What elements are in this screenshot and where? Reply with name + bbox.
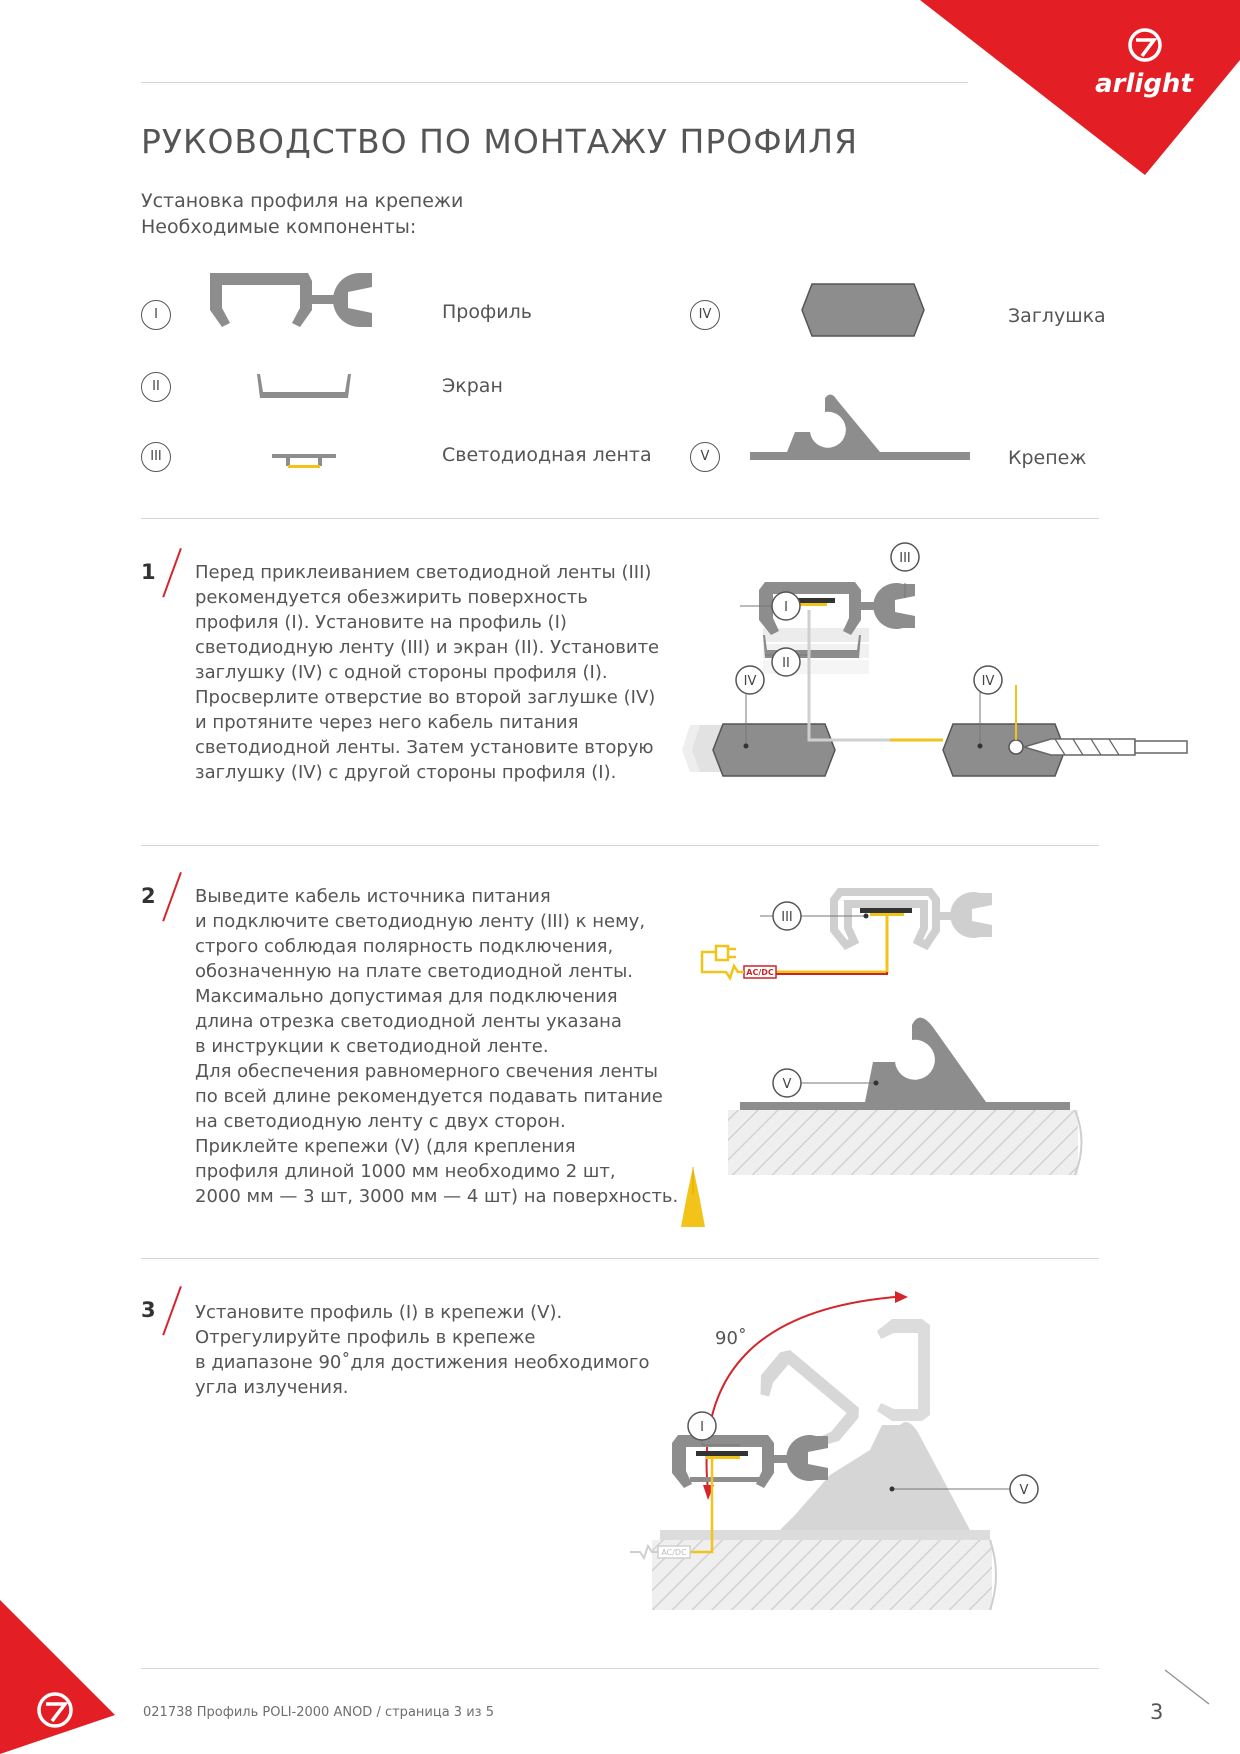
page-corner-line xyxy=(1164,1669,1210,1705)
page-title: РУКОВОДСТВО ПО МОНТАЖУ ПРОФИЛЯ xyxy=(141,122,859,161)
numeral-V: V xyxy=(690,442,720,472)
power-plug-icon-ghost xyxy=(630,1543,658,1561)
acdc-label-step3: AC/DC xyxy=(661,1548,687,1557)
logo-text: arlight xyxy=(1095,69,1194,99)
page-number: 3 xyxy=(1150,1700,1164,1724)
section-rule-3 xyxy=(141,1258,1099,1259)
step-text-line: Максимально допустимая для подключения xyxy=(195,986,618,1007)
step-text-line: по всей длине рекомендуется подавать пит… xyxy=(195,1086,663,1107)
profile-mounted xyxy=(672,1435,774,1488)
led-strip-illustration xyxy=(272,454,336,468)
bracket-illustration xyxy=(750,394,970,460)
step-text-line: Перед приклеиванием светодиодной ленты (… xyxy=(195,562,652,583)
glue-tube-icon xyxy=(681,1167,705,1227)
step-text-line: рекомендуется обезжирить поверхность xyxy=(195,587,588,608)
subtitle-line-1: Установка профиля на крепежи xyxy=(141,190,464,212)
step-text-line: обозначенную на плате светодиодной ленты… xyxy=(195,961,634,982)
footer-doc-text: 021738 Профиль POLI-2000 ANOD / страница… xyxy=(143,1705,494,1720)
step-text-line: светодиодной ленты. Затем установите вто… xyxy=(195,737,654,758)
angle-label: 90˚ xyxy=(715,1328,747,1349)
step-2-text: Выведите кабель источника питания и подк… xyxy=(195,884,678,1209)
step-text-line: Для обеспечения равномерного свечения ле… xyxy=(195,1061,659,1082)
subtitle-line-2: Необходимые компоненты: xyxy=(141,216,417,238)
step-text-line: Просверлите отверстие во второй заглушке… xyxy=(195,687,656,708)
acdc-label: AC/DC xyxy=(746,968,774,977)
step-3-slash xyxy=(162,1286,182,1336)
step-text-line: Выведите кабель источника питания xyxy=(195,886,551,907)
numeral-II: II xyxy=(141,372,171,402)
step-text-line: Отрегулируйте профиль в крепеже xyxy=(195,1327,536,1348)
step-3-number: 3 xyxy=(141,1298,156,1322)
diagram-label-V-step2: V xyxy=(783,1077,792,1092)
numeral-IV: IV xyxy=(690,300,720,330)
component-label-led-strip: Светодиодная лента xyxy=(442,444,652,466)
diagram-label-IV-left: IV xyxy=(744,674,757,689)
step-2-slash xyxy=(162,872,182,922)
power-plug-icon xyxy=(700,950,744,981)
step-text-line: и протяните через него кабель питания xyxy=(195,712,579,733)
diagram-label-V-step3: V xyxy=(1020,1483,1029,1498)
end-cap-illustration xyxy=(801,283,925,337)
component-label-bracket: Крепеж xyxy=(1008,447,1087,469)
brand-logo-corner-bottom xyxy=(0,1600,115,1754)
step-text-line: и подключите светодиодную ленту (III) к … xyxy=(195,911,646,932)
step-3-diagram: 90˚ AC/DC I V xyxy=(630,1291,1039,1611)
step-text-line: строго соблюдая полярность подключения, xyxy=(195,936,614,957)
step-2-diagram: III AC/DC V xyxy=(700,888,1083,1176)
drill-bit-icon xyxy=(1021,738,1136,756)
left-end-cap xyxy=(712,723,836,777)
numeral-I: I xyxy=(141,300,171,330)
step-1-text: Перед приклеиванием светодиодной ленты (… xyxy=(195,560,659,785)
diagram-label-II: II xyxy=(782,656,790,671)
footer-rule xyxy=(141,1668,1099,1669)
step-2-number: 2 xyxy=(141,884,156,908)
red-corner-shape-bottom xyxy=(0,1600,115,1754)
step-text-line: на светодиодную ленту с двух сторон. xyxy=(195,1111,566,1132)
wall-surface-step3 xyxy=(652,1540,992,1610)
diagram-label-III-step2: III xyxy=(781,910,793,925)
screen-illustration xyxy=(257,374,351,398)
component-label-screen: Экран xyxy=(442,375,503,397)
step-1-slash xyxy=(162,548,182,598)
step-text-line: профиля (I). Установите на профиль (I) xyxy=(195,612,567,633)
page-subtitle: Установка профиля на крепежи Необходимые… xyxy=(141,188,463,240)
component-label-profile: Профиль xyxy=(442,301,532,323)
step-text-line: Приклейте крепежи (V) (для крепления xyxy=(195,1136,576,1157)
step-text-line: заглушку (IV) с другой стороны профиля (… xyxy=(195,762,617,783)
right-end-cap xyxy=(942,723,1066,777)
section-rule-2 xyxy=(141,845,1099,846)
profile-in-assembly xyxy=(759,582,861,635)
step-text-line: длина отрезка светодиодной ленты указана xyxy=(195,1011,622,1032)
brand-logo-corner: arlight xyxy=(920,0,1240,175)
step-text-line: в инструкции к светодиодной ленте. xyxy=(195,1036,549,1057)
header-rule xyxy=(141,82,968,83)
diagram-label-I: I xyxy=(784,600,788,615)
wall-surface xyxy=(728,1110,1078,1175)
component-label-end-cap: Заглушка xyxy=(1008,305,1106,327)
step-1-number: 1 xyxy=(141,560,156,584)
step-3-text: Установите профиль (I) в крепежи (V). От… xyxy=(195,1300,650,1400)
step-text-line: заглушку (IV) с одной стороны профиля (I… xyxy=(195,662,608,683)
step-text-line: угла излучения. xyxy=(195,1377,349,1398)
step-text-line: Установите профиль (I) в крепежи (V). xyxy=(195,1302,563,1323)
step-text-line: в диапазоне 90˚для достижения необходимо… xyxy=(195,1352,650,1373)
arlight-logo-icon-bottom xyxy=(37,1692,73,1728)
diagram-label-III: III xyxy=(899,551,911,566)
step-text-line: профиля длиной 1000 мм необходимо 2 шт, xyxy=(195,1161,616,1182)
diagram-label-I-step3: I xyxy=(700,1420,704,1435)
numeral-III: III xyxy=(141,442,171,472)
bracket-on-surface xyxy=(740,1017,1070,1110)
step-text-line: светодиодную ленту (III) и экран (II). У… xyxy=(195,637,660,658)
step-1-diagram: III I II IV IV xyxy=(682,542,1188,777)
profile-illustration xyxy=(210,273,372,327)
step-text-line: 2000 мм — 3 шт, 3000 мм — 4 шт) на повер… xyxy=(195,1186,679,1207)
arlight-logo-icon xyxy=(1128,28,1162,62)
section-rule-1 xyxy=(141,518,1099,519)
diagram-label-IV-right: IV xyxy=(982,674,995,689)
